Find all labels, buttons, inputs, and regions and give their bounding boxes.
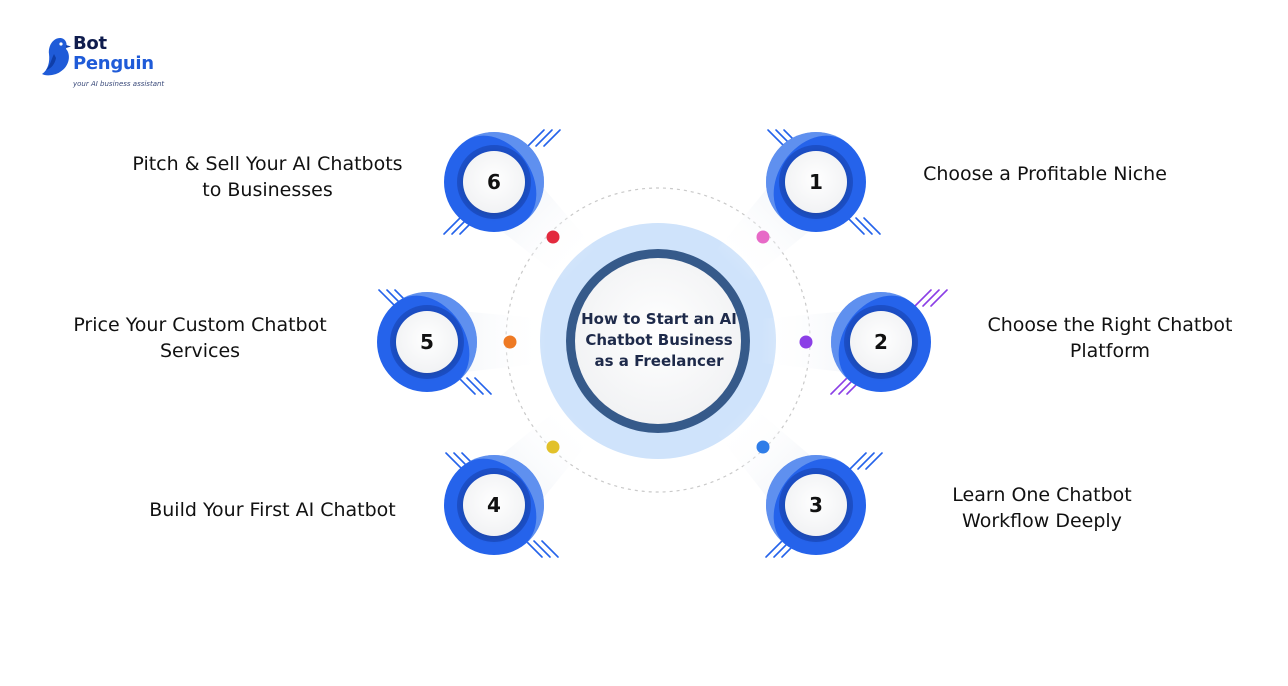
- penguin-icon: [42, 38, 71, 76]
- step-disc: [396, 311, 458, 373]
- step-ring-accent: [766, 132, 845, 223]
- step-disc: [463, 151, 525, 213]
- orbit-dot-6: [546, 230, 560, 244]
- hatch-mark: [767, 129, 785, 147]
- hatch-mark: [855, 217, 873, 235]
- hatch-mark: [863, 217, 881, 235]
- hatch-mark: [543, 129, 561, 147]
- step-ring-accent: [766, 455, 845, 546]
- step-node-2: 2: [760, 289, 948, 395]
- hatch-mark: [378, 289, 396, 307]
- brand-tagline: your AI business assistant: [73, 80, 165, 88]
- brand-name: Bot Penguin: [73, 34, 154, 74]
- step-ring-accent: [465, 455, 544, 546]
- hatch-mark: [533, 540, 551, 558]
- step-number-1: 1: [809, 170, 823, 194]
- step-label-line: Workflow Deeply: [962, 510, 1122, 532]
- hatch-mark: [849, 452, 867, 470]
- step-label-line: Choose the Right Chatbot: [987, 314, 1233, 336]
- step-node-6: 6: [443, 129, 596, 282]
- hatch-mark: [466, 377, 484, 395]
- step-number-6: 6: [487, 170, 501, 194]
- orbit-dot-3: [756, 440, 770, 454]
- step-disc: [850, 311, 912, 373]
- orbit-dot-5: [503, 335, 517, 349]
- hatch-mark: [443, 217, 461, 235]
- hatch-mark: [458, 377, 476, 395]
- step-label-line: Platform: [1069, 340, 1151, 362]
- hatch-mark: [830, 377, 848, 395]
- step-node-4: 4: [444, 404, 595, 558]
- hatch-mark: [914, 289, 932, 307]
- hatch-mark: [474, 377, 492, 395]
- orbit-dot-4: [546, 440, 560, 454]
- hatch-mark: [535, 129, 553, 147]
- step-label-line: to Businesses: [202, 179, 333, 201]
- orbit-dot-1: [756, 230, 770, 244]
- hatch-mark: [527, 129, 545, 147]
- step-label-line: Pitch & Sell Your AI Chatbots: [132, 153, 403, 175]
- center-title: How to Start an AI Chatbot Business as a…: [581, 310, 737, 370]
- hatch-mark: [930, 289, 948, 307]
- hatch-mark: [445, 452, 463, 470]
- center-hub: [540, 223, 776, 459]
- step-label-1: Choose a Profitable Niche: [900, 161, 1190, 187]
- step-disc: [463, 474, 525, 536]
- step-ring-accent: [465, 132, 544, 223]
- brand-logo[interactable]: Bot Penguin your AI business assistant: [40, 34, 180, 94]
- step-label-6: Pitch & Sell Your AI Chatbots to Business…: [115, 151, 420, 203]
- hatch-mark: [865, 452, 883, 470]
- hatch-mark: [857, 452, 875, 470]
- orbit-dot-2: [799, 335, 813, 349]
- step-label-line: Price Your Custom Chatbot: [73, 314, 327, 336]
- step-ring-accent: [831, 292, 910, 383]
- step-label-4: Build Your First AI Chatbot: [130, 497, 415, 523]
- step-ring-accent: [398, 292, 477, 383]
- step-number-5: 5: [420, 330, 434, 354]
- hatch-mark: [922, 289, 940, 307]
- step-number-4: 4: [487, 493, 501, 517]
- hatch-mark: [541, 540, 559, 558]
- steps-layer: 1 2 3 4 5 6: [377, 129, 948, 558]
- step-label-line: Learn One Chatbot: [952, 484, 1132, 506]
- step-label-line: Services: [159, 340, 241, 362]
- hatch-mark: [765, 540, 783, 558]
- step-label-line: Choose a Profitable Niche: [923, 163, 1167, 185]
- step-label-line: Build Your First AI Chatbot: [149, 499, 396, 521]
- hatch-mark: [847, 217, 865, 235]
- step-node-3: 3: [717, 403, 883, 558]
- step-number-3: 3: [809, 493, 823, 517]
- brand-name-line2: Penguin: [73, 53, 154, 74]
- step-number-2: 2: [874, 330, 888, 354]
- step-node-5: 5: [377, 289, 548, 395]
- hatch-mark: [525, 540, 543, 558]
- step-disc: [785, 474, 847, 536]
- step-disc: [785, 151, 847, 213]
- step-node-1: 1: [715, 129, 881, 283]
- brand-name-line1: Bot: [73, 33, 107, 54]
